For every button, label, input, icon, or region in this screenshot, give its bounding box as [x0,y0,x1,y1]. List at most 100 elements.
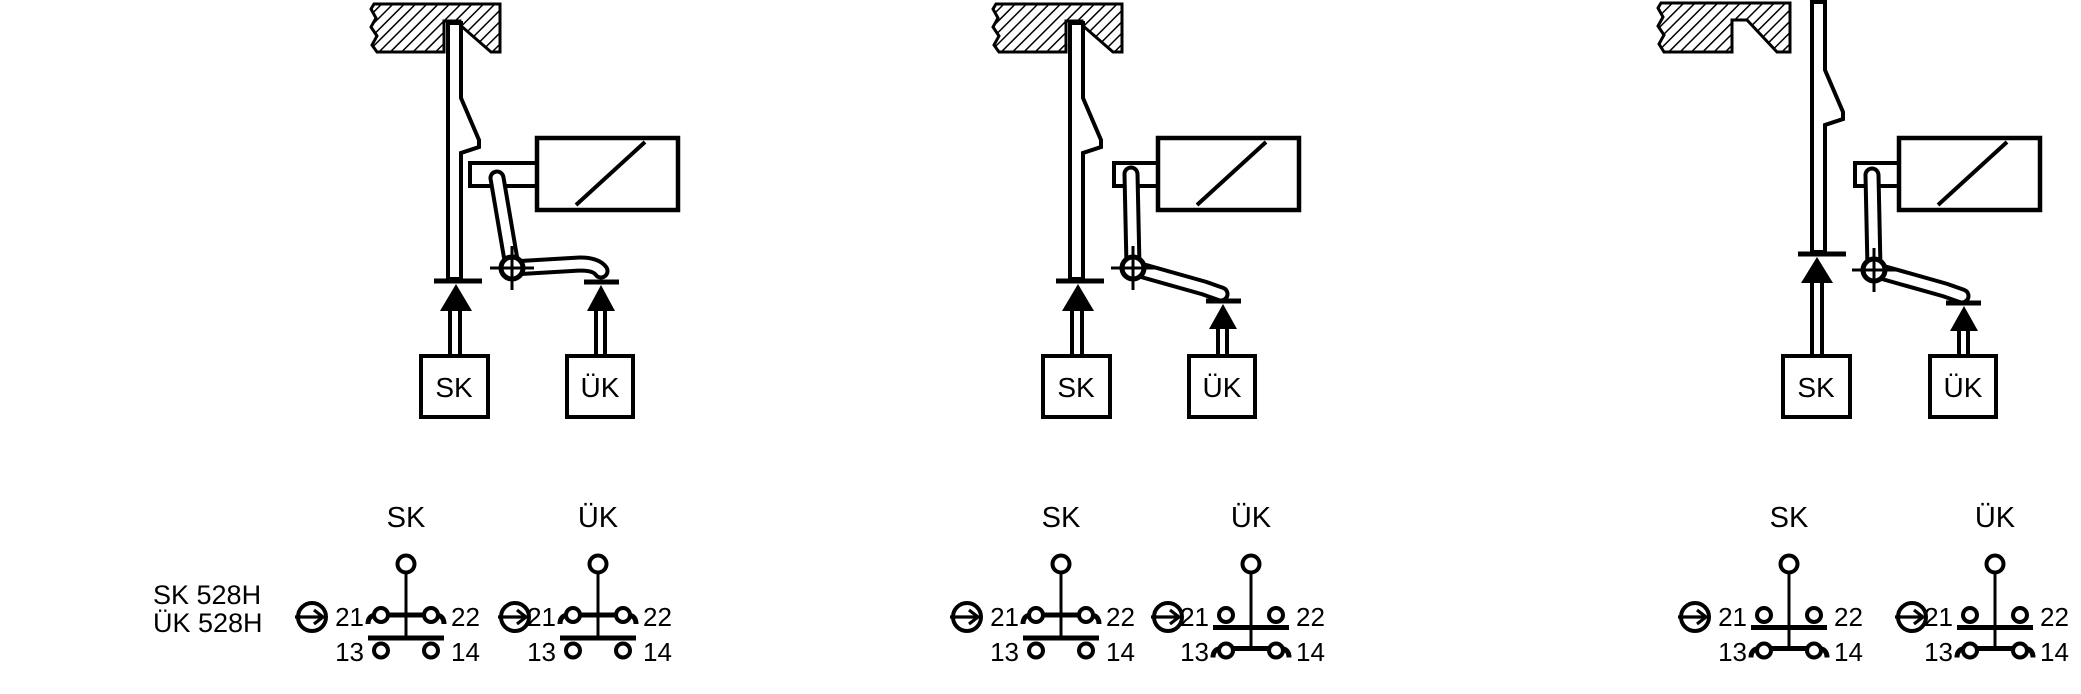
terminal-22-label: 22 [2040,602,2069,632]
mech-state-3: SK ÜK [1656,0,2043,419]
contact-title: SK [1770,502,1809,534]
terminal-13-label: 13 [990,637,1019,667]
contact-uk-state-1: ÜK 21 22 13 14 [496,502,672,667]
switch-housing [1896,135,2043,213]
terminal-14 [1805,641,1823,660]
lever-roller-arm-inner [1869,265,1967,301]
sk-source-box [419,354,490,419]
sk-source-label: SK [1057,372,1095,403]
terminal-13-label: 13 [527,637,556,667]
terminal-14 [2011,641,2029,660]
uk-source-label: ÜK [1944,372,1983,403]
actuator-terminal [1050,553,1072,575]
terminal-21-label: 21 [335,602,364,632]
lever-upper-link-inner [492,173,517,271]
contact-uk-state-2: ÜK 21 22 13 14 [1149,502,1325,667]
terminal-14 [422,641,440,660]
uk-source-label: ÜK [581,372,620,403]
sk-source-label: SK [435,372,473,403]
door-frame-hatched [991,2,1124,54]
actuator-terminal [1984,553,2006,575]
terminal-14-label: 14 [2040,637,2069,667]
pivot-icon [1852,248,1896,292]
terminal-13-label: 13 [1180,637,1209,667]
sk-source-label: SK [1797,372,1835,403]
terminal-14 [614,641,632,660]
terminal-22 [422,606,440,624]
terminal-13 [1217,641,1235,660]
actuation-direction-icon [1149,601,1184,633]
terminal-13-label: 13 [1924,637,1953,667]
terminal-21-label: 21 [1180,602,1209,632]
terminal-21-label: 21 [990,602,1019,632]
actuation-direction-icon [1893,601,1928,633]
actuation-direction-icon [293,601,328,633]
uk-arrow-icon [1209,304,1237,329]
terminal-14-label: 14 [1834,637,1863,667]
product-label-uk: ÜK 528H [153,608,263,638]
terminal-21 [564,606,582,624]
door-frame-hatched [369,2,502,54]
terminal-14 [1267,641,1285,660]
actuator-terminal [1778,553,1800,575]
contact-title: ÜK [1231,502,1272,534]
uk-arrow-icon [1950,306,1978,331]
terminal-14-label: 14 [643,637,672,667]
terminal-21-label: 21 [527,602,556,632]
terminal-14 [1077,641,1095,660]
terminal-13 [1961,641,1979,660]
contact-sk-state-2: SK 21 22 13 14 [948,502,1135,667]
terminal-21 [1217,606,1235,624]
terminal-22-label: 22 [643,602,672,632]
terminal-21-label: 21 [1718,602,1747,632]
uk-source-box [565,354,635,419]
terminal-13 [1755,641,1773,660]
actuation-direction-icon [1676,601,1711,633]
terminal-14-label: 14 [451,637,480,667]
contact-sk-state-1: SK 21 22 13 14 [293,502,480,667]
terminal-21 [372,606,390,624]
contact-title: SK [1042,502,1081,534]
terminal-22 [2011,606,2029,624]
terminal-22 [1077,606,1095,624]
actuation-direction-icon [496,601,531,633]
latch-bolt [1068,21,1103,281]
terminal-22 [1805,606,1823,624]
switch-housing-diagonal [1195,140,1268,207]
sk-source-box [1781,354,1852,419]
contact-title: ÜK [578,502,619,534]
contact-title: SK [387,502,426,534]
terminal-14-label: 14 [1296,637,1325,667]
terminal-22-label: 22 [451,602,480,632]
terminal-22-label: 22 [1106,602,1135,632]
terminal-13 [564,641,582,660]
terminal-14-label: 14 [1106,637,1135,667]
lever-roller-arm-inner [1128,263,1226,299]
terminal-13 [1027,641,1045,660]
switch-housing-diagonal [574,140,647,207]
contact-title: ÜK [1975,502,2016,534]
terminal-21 [1027,606,1045,624]
terminal-13-label: 13 [1718,637,1747,667]
sk-source-box [1041,354,1112,419]
uk-source-box [1928,354,1998,419]
lever-roller-arm-inner [507,259,606,276]
contact-sk-state-3: SK 21 22 13 14 [1676,502,1863,667]
terminal-22-label: 22 [1834,602,1863,632]
terminal-22 [1267,606,1285,624]
terminal-21-label: 21 [1924,602,1953,632]
mech-state-2: SK ÜK [991,2,1302,419]
sk-arrow-icon [1801,257,1833,283]
actuator-terminal [395,553,417,575]
terminal-13-label: 13 [335,637,364,667]
terminal-22 [614,606,632,624]
sk-arrow-icon [1062,284,1094,311]
contact-uk-state-3: ÜK 21 22 13 14 [1893,502,2069,667]
actuator-terminal [1240,553,1262,575]
actuation-direction-icon [948,601,983,633]
actuator-terminal [587,553,609,575]
terminal-22-label: 22 [1296,602,1325,632]
latch-bolt [1810,0,1845,254]
